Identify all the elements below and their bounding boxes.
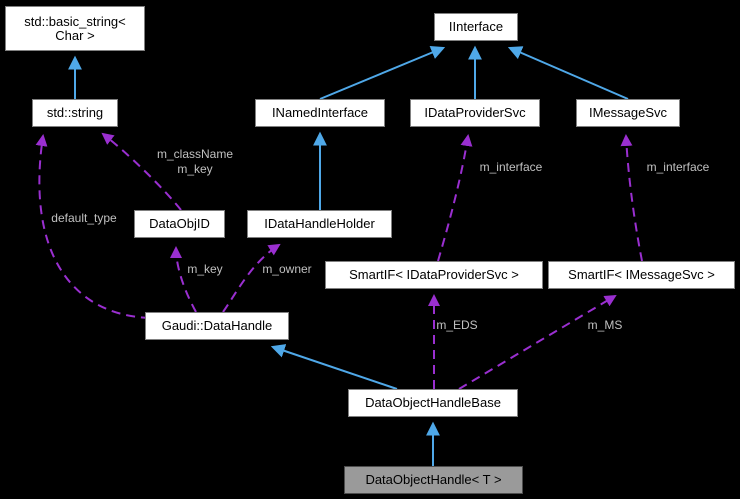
edge-usage-gaudidatahandle-idatahandleholder <box>222 243 281 313</box>
edge-usage-smartifms-imessagesvc <box>620 134 643 262</box>
class-node-std-string[interactable]: std::string <box>32 99 118 127</box>
class-node-std-basic-string[interactable]: std::basic_string< Char > <box>5 6 145 51</box>
class-node-imessagesvc[interactable]: IMessageSvc <box>576 99 680 127</box>
edge-usage-dataobjecthandlebase-smartifms <box>458 294 617 390</box>
class-node-dataobjecthandle-t[interactable]: DataObjectHandle< T > <box>344 466 523 494</box>
class-node-dataobjid[interactable]: DataObjID <box>134 210 225 238</box>
class-node-inamedinterface[interactable]: INamedInterface <box>255 99 385 127</box>
class-node-iinterface[interactable]: IInterface <box>434 13 518 41</box>
class-node-idatahandleholder[interactable]: IDataHandleHolder <box>247 210 392 238</box>
edge-usage-gaudidatahandle-stdstring <box>35 134 151 319</box>
edge-usage-smartifdps-idataprovidersvc <box>437 134 473 262</box>
class-node-dataobjecthandlebase[interactable]: DataObjectHandleBase <box>348 389 518 417</box>
edge-inheritance-dataobjecthandlebase-gaudidatahandle <box>270 344 398 390</box>
class-node-smartif-imessagesvc[interactable]: SmartIF< IMessageSvc > <box>548 261 735 289</box>
edge-inheritance-inamedinterface-iinterface <box>319 46 446 100</box>
edge-usage-dataobjid-stdstring <box>101 132 182 211</box>
edge-usage-gaudidatahandle-dataobjid <box>170 246 197 313</box>
class-node-idataprovidersvc[interactable]: IDataProviderSvc <box>410 99 540 127</box>
class-node-smartif-idataprovidersvc[interactable]: SmartIF< IDataProviderSvc > <box>325 261 543 289</box>
edge-inheritance-imessagesvc-iinterface <box>507 46 629 100</box>
class-node-gaudi-datahandle[interactable]: Gaudi::DataHandle <box>145 312 289 340</box>
